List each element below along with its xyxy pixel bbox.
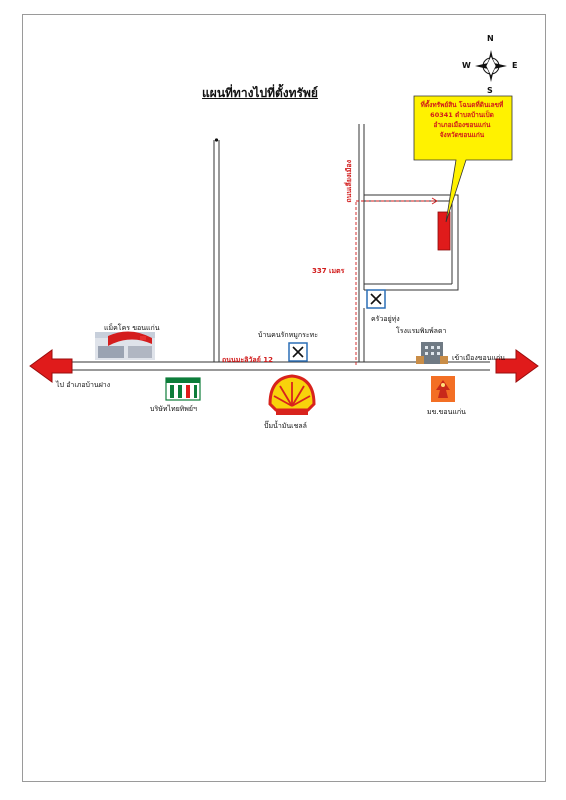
compass-south-label: S bbox=[487, 86, 493, 95]
map-title: แผนที่ทางไปที่ตั้งทรัพย์ bbox=[202, 86, 318, 100]
right-direction-label: เข้าเมืองขอนแก่น bbox=[452, 354, 506, 362]
right-arrow-icon bbox=[495, 349, 539, 383]
restaurant-icon-1 bbox=[288, 342, 308, 362]
left-road-end-dot bbox=[214, 138, 219, 142]
shell-logo-icon bbox=[268, 374, 316, 415]
left-arrow-icon bbox=[29, 349, 73, 383]
callout-line-4: จังหวัดขอนแก่น bbox=[439, 131, 485, 139]
restaurant1-label: บ้านคนรักหมูกระทะ bbox=[258, 331, 318, 339]
side-road-label: ถนนเลี่ยงเมือง bbox=[345, 160, 353, 203]
compass-north-label: N bbox=[487, 34, 494, 43]
restaurant2-label: ครัวอยู่ทุ่ง bbox=[371, 315, 400, 323]
main-road-label: ถนนมะลิวัลย์ 12 bbox=[222, 356, 273, 364]
company-label: บริษัทไทยทิพย์ฯ bbox=[150, 405, 197, 413]
callout-text: ที่ตั้งทรัพย์สิน โฉนดที่ดินเลขที่ 60341 … bbox=[418, 100, 506, 140]
makro-store-icon bbox=[95, 331, 155, 360]
university-emblem-icon bbox=[431, 376, 455, 402]
left-direction-label: ไป อำเภอบ้านฝาง bbox=[56, 381, 111, 389]
hotel-label: โรงแรมพิมพ์ลดา bbox=[396, 327, 447, 335]
parcel-outline bbox=[364, 194, 459, 291]
restaurant-icon-2 bbox=[366, 289, 386, 309]
hotel-building-icon bbox=[416, 342, 448, 364]
compass-icon bbox=[475, 50, 507, 82]
callout-line-1: ที่ตั้งทรัพย์สิน โฉนดที่ดินเลขที่ bbox=[420, 101, 504, 109]
callout-bubble bbox=[413, 95, 513, 223]
university-label: มข.ขอนแก่น bbox=[427, 408, 466, 416]
compass-east-label: E bbox=[512, 61, 518, 70]
callout-line-2: 60341 ตำบลบ้านเป็ด bbox=[430, 111, 494, 119]
distance-label: 337 เมตร bbox=[312, 267, 345, 275]
route-arrowhead-icon bbox=[431, 197, 438, 205]
compass-west-label: W bbox=[462, 61, 471, 70]
convenience-store-icon bbox=[165, 377, 201, 401]
property-marker bbox=[437, 211, 451, 251]
callout-line-3: อำเภอเมืองขอนแก่น bbox=[433, 121, 491, 129]
makro-label: แม็คโคร ขอนแก่น bbox=[104, 324, 160, 332]
shell-label: ปั๊มน้ำมันเชลล์ bbox=[264, 422, 307, 430]
